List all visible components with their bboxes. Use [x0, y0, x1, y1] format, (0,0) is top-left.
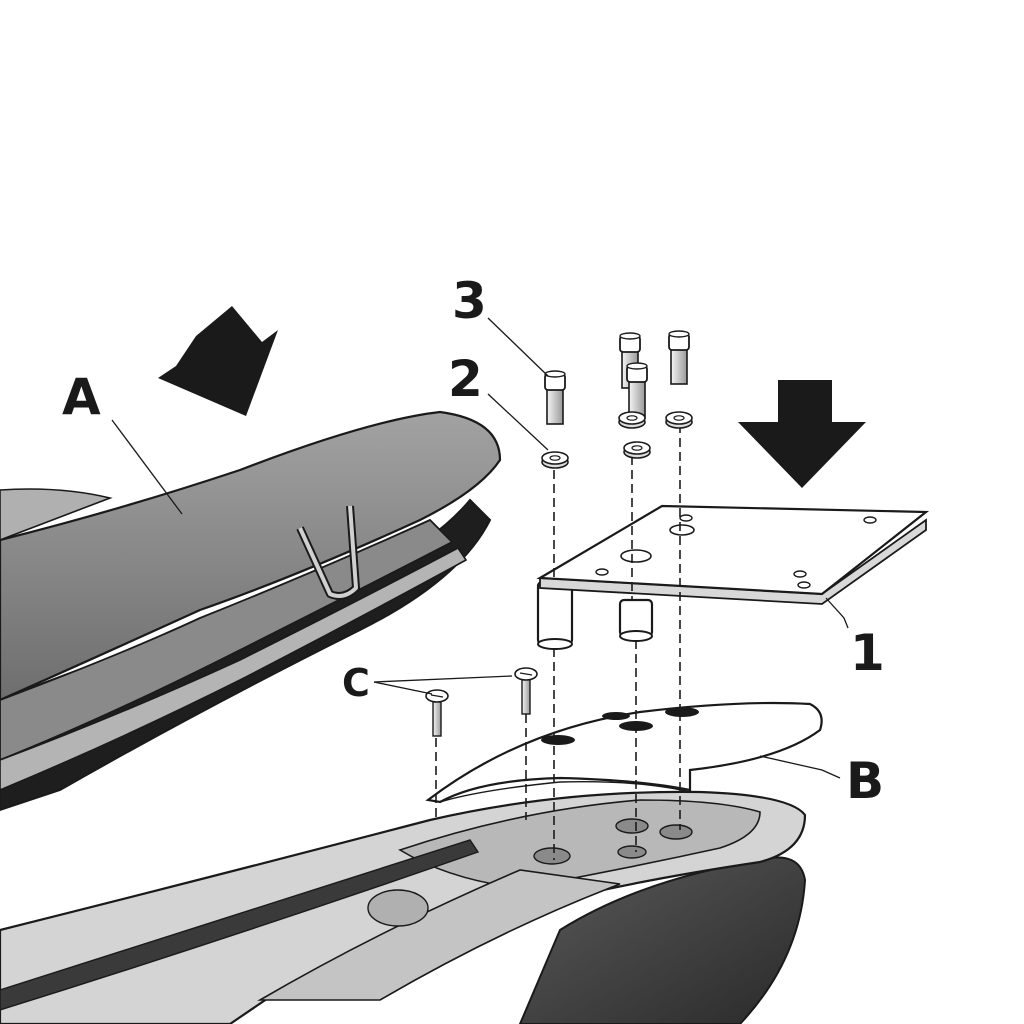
down-arrow-icon: [158, 306, 278, 416]
washer: [623, 441, 651, 459]
fairing-part-b: [425, 701, 823, 804]
leader-lines: [111, 317, 849, 779]
label-washer: 2: [448, 350, 483, 408]
assembly-lines: [435, 424, 681, 860]
washer: [541, 451, 569, 469]
tail-strip: [0, 839, 480, 1011]
bolt: [544, 370, 566, 425]
label-seat: A: [62, 368, 101, 426]
mounting-plate-1: [536, 504, 930, 650]
screw: [425, 689, 449, 737]
motorcycle-tail: [0, 790, 807, 1024]
label-fairing: B: [846, 752, 884, 810]
seat-part-a: [0, 410, 502, 812]
tail-underside: [518, 856, 807, 1024]
down-arrow-icon: [738, 380, 866, 488]
washer: [618, 411, 646, 429]
screw: [514, 667, 538, 715]
label-bolt: 3: [452, 272, 487, 330]
screw-group-c: [425, 667, 538, 737]
label-screws: C: [342, 661, 370, 705]
bolt: [626, 362, 648, 419]
bolt: [668, 330, 690, 385]
bolt-group: [544, 330, 690, 425]
label-plate: 1: [850, 624, 885, 682]
washer: [665, 411, 693, 429]
washer-group: [541, 411, 693, 469]
